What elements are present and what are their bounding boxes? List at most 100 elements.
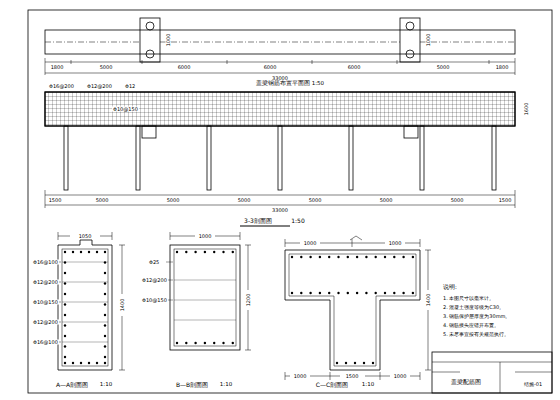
rebar-dot [64, 282, 66, 284]
rebar-dot [64, 272, 66, 274]
rebar-dot [213, 251, 215, 253]
dimension-text: 1500 [48, 198, 63, 203]
rebar-dot [365, 292, 367, 294]
column [349, 126, 353, 190]
note-text: 结施-01 [523, 382, 543, 387]
rebar-dot [64, 261, 66, 263]
rebar-dot [402, 292, 404, 294]
rebar-callout: Φ12@200 [32, 320, 59, 325]
note-text: 说明: [442, 285, 458, 291]
dimension-text: 6000 [263, 65, 278, 70]
rebar-dot [64, 356, 66, 358]
rebar-dot [375, 292, 377, 294]
rebar-dot [80, 251, 82, 253]
rebar-dot [64, 251, 66, 253]
rebar-dot [232, 251, 234, 253]
dimension-text: 6000 [177, 65, 192, 70]
dimension-text: 1000 [303, 241, 318, 246]
rebar-callout: Φ10@150 [32, 300, 59, 305]
rebar-dot [412, 256, 414, 258]
rebar-dot [337, 256, 339, 258]
view-title: A—A剖面图 [55, 382, 89, 388]
view-title: 4. 钢筋接头应错开布置。 [442, 323, 500, 328]
rebar-dot [347, 256, 349, 258]
rebar-callout: Φ16@100 [32, 260, 59, 265]
rebar-dot [319, 292, 321, 294]
rebar-dot [291, 292, 293, 294]
dimension-text: 1:50 [290, 218, 305, 224]
rebar-dot [309, 292, 311, 294]
dimension-text: 33000 [271, 76, 289, 81]
dimension-text: 33000 [271, 208, 289, 213]
rebar-dot [372, 362, 374, 364]
rebar-dot [393, 292, 395, 294]
view-title: C—C剖面图 [315, 382, 349, 388]
rebar-dot [347, 292, 349, 294]
dimension-text: 5000 [436, 65, 451, 70]
rebar-dot [72, 362, 74, 364]
column [278, 126, 282, 190]
rebar-dot [64, 303, 66, 305]
dimension-text: 1500 [345, 374, 360, 379]
note-text: 2. 混凝土强度等级为C30。 [442, 305, 505, 310]
rebar-callout: Φ16@100 [32, 340, 59, 345]
dimension-text: 6000 [347, 65, 362, 70]
dimension-text: 5000 [99, 65, 114, 70]
column [420, 126, 424, 190]
note-text: 5. 未尽事宜按有关规范执行。 [442, 332, 510, 337]
rebar-dot [104, 282, 106, 284]
dimension-text: 1000 [198, 234, 213, 239]
rebar-dot [104, 251, 106, 253]
rebar-dot [309, 256, 311, 258]
rebar-dot [345, 362, 347, 364]
rebar-dot [176, 251, 178, 253]
dimension-text: 1600 [524, 102, 529, 117]
rebar-dot [328, 256, 330, 258]
rebar-dot [365, 256, 367, 258]
note-text: 盖梁配筋图 [450, 379, 482, 385]
rebar-dot [336, 362, 338, 364]
rebar-dot [72, 251, 74, 253]
dimension-text: 1000 [426, 33, 431, 48]
rebar-dot [104, 345, 106, 347]
rebar-dot [104, 314, 106, 316]
rebar-callout: Φ12 [124, 84, 136, 89]
rebar-dot [104, 293, 106, 295]
rebar-callout: Φ10@150 [112, 107, 139, 112]
dimension-text: 1000 [393, 374, 408, 379]
rebar-dot [291, 256, 293, 258]
rebar-dot [363, 362, 365, 364]
dimension-text: 1500 [498, 198, 513, 203]
view-title: 盖梁钢筋布置平面图 1:50 [255, 81, 325, 87]
rebar-dot [64, 324, 66, 326]
rebar-callout: Φ12@200 [32, 280, 59, 285]
rebar-dot [104, 335, 106, 337]
rebar-dot [104, 362, 106, 364]
rebar-dot [104, 356, 106, 358]
dimension-text: 1000 [388, 241, 403, 246]
rebar-dot [222, 342, 224, 344]
rebar-dot [384, 256, 386, 258]
rebar-dot [375, 256, 377, 258]
dimension-text: 1:10 [361, 382, 375, 388]
dimension-text: 5000 [308, 198, 323, 203]
rebar-dot [80, 362, 82, 364]
dimension-text: 1:10 [219, 382, 233, 388]
rebar-dot [356, 256, 358, 258]
dimension-text: 5000 [450, 198, 465, 203]
rebar-dot [300, 256, 302, 258]
rebar-dot [104, 324, 106, 326]
rebar-dot [104, 303, 106, 305]
column [136, 126, 140, 190]
column [492, 126, 496, 190]
dimension-text: 1:10 [99, 382, 113, 388]
dimension-text: 5000 [95, 198, 110, 203]
note-text: 1. 本图尺寸以毫米计。 [442, 296, 495, 301]
rebar-callout: Φ12@200 [86, 84, 113, 89]
rebar-dot [64, 293, 66, 295]
rebar-dot [213, 342, 215, 344]
rebar-dot [354, 362, 356, 364]
rebar-dot [319, 256, 321, 258]
